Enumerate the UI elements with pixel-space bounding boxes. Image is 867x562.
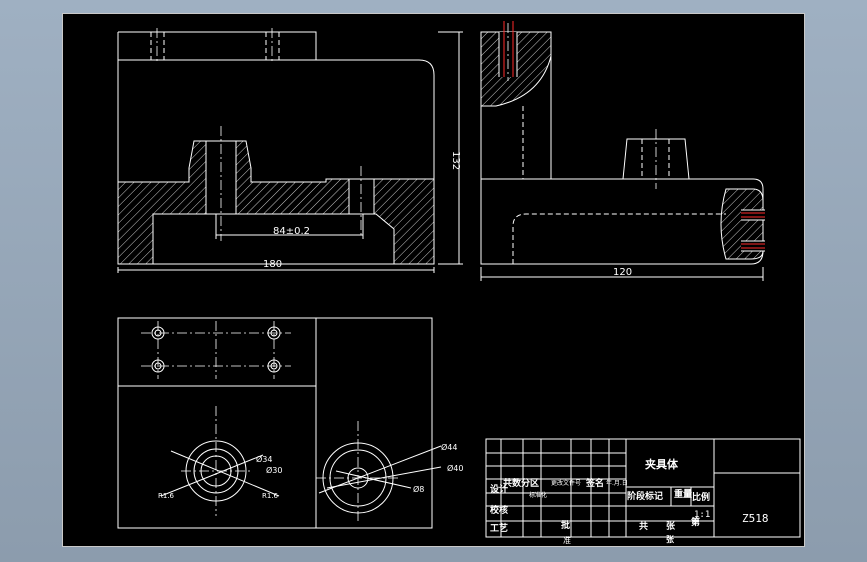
dim-r-left-b: R1.6: [262, 492, 279, 500]
dim-dia30: Ø30: [266, 465, 282, 475]
part-name: 夹具体: [645, 457, 679, 471]
sheet-total: 共: [639, 520, 648, 532]
stage-mark-label: 阶段标记: [627, 490, 663, 502]
standard-label: 标准化: [529, 491, 547, 499]
dim-120: 120: [613, 267, 632, 278]
front-view-outline: [117, 31, 435, 182]
dim-dia44: Ø44: [441, 442, 457, 452]
sheet-label-2: 张: [666, 535, 675, 544]
drawing-canvas[interactable]: 84±0.2 180 132: [62, 13, 805, 547]
sheet-no: 第: [691, 516, 700, 528]
boss-left: [160, 406, 280, 516]
title-block: 夹具体 Z518 共数分区 更改文件号 签名 年.月.日 设计 校核 标准化 工…: [485, 438, 801, 545]
dim-r-left-a: R1.6: [158, 492, 175, 500]
dim-dia8: Ø8: [413, 484, 424, 494]
side-view: 120: [480, 21, 765, 281]
dim-dia34: Ø34: [256, 454, 272, 464]
four-mount-holes: [141, 321, 291, 379]
scale-value: 1:1: [694, 510, 710, 520]
side-view-outline: [480, 32, 764, 265]
design-label: 设计: [490, 483, 508, 495]
dim-180: 180: [263, 259, 282, 270]
dim-84: 84±0.2: [273, 226, 310, 237]
file-no-label: 更改文件号: [551, 479, 581, 487]
date-label: 年.月.日: [606, 479, 628, 487]
sheet-label: 张: [666, 520, 676, 532]
signature-label: 签名: [585, 477, 604, 489]
approve-a: 批: [561, 519, 570, 531]
approve-b: 准: [563, 535, 571, 545]
scale-label: 比例: [692, 491, 710, 503]
dim-132: 132: [450, 151, 461, 170]
top-view: Ø34 Ø30 R1.6 R1.6 Ø44 Ø40 Ø8: [117, 317, 463, 529]
top-hidden-holes: [150, 28, 280, 64]
proof-label: 校核: [490, 504, 508, 516]
craft-label: 工艺: [490, 522, 508, 534]
marks-label: 共数分区: [503, 477, 539, 489]
front-section-hatch: [117, 140, 435, 265]
front-view: 84±0.2 180 132: [117, 28, 463, 273]
weight-label: 重量: [674, 488, 692, 500]
drawing-number: Z518: [742, 512, 769, 525]
cad-drawing: 84±0.2 180 132: [117, 21, 801, 545]
boss-right: [316, 421, 442, 521]
dim-dia40: Ø40: [447, 463, 463, 473]
top-view-outline: [117, 317, 433, 529]
